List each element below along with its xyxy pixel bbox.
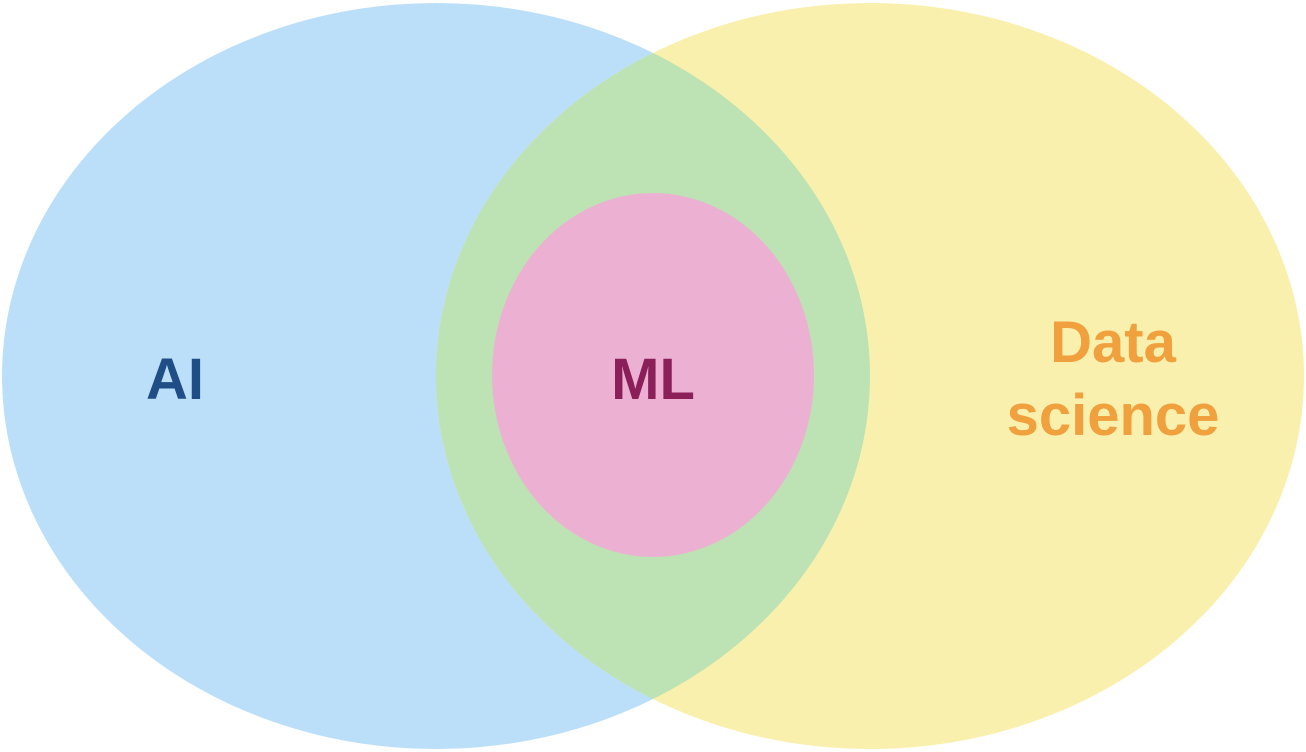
data-science-label-line1: Data [1050,310,1176,375]
data-science-label-line2: science [1007,383,1220,448]
ml-label: ML [611,347,695,412]
ml-set-ellipse [492,193,814,557]
ai-label: AI [146,347,204,412]
ai-data-science-overlap [436,3,870,749]
